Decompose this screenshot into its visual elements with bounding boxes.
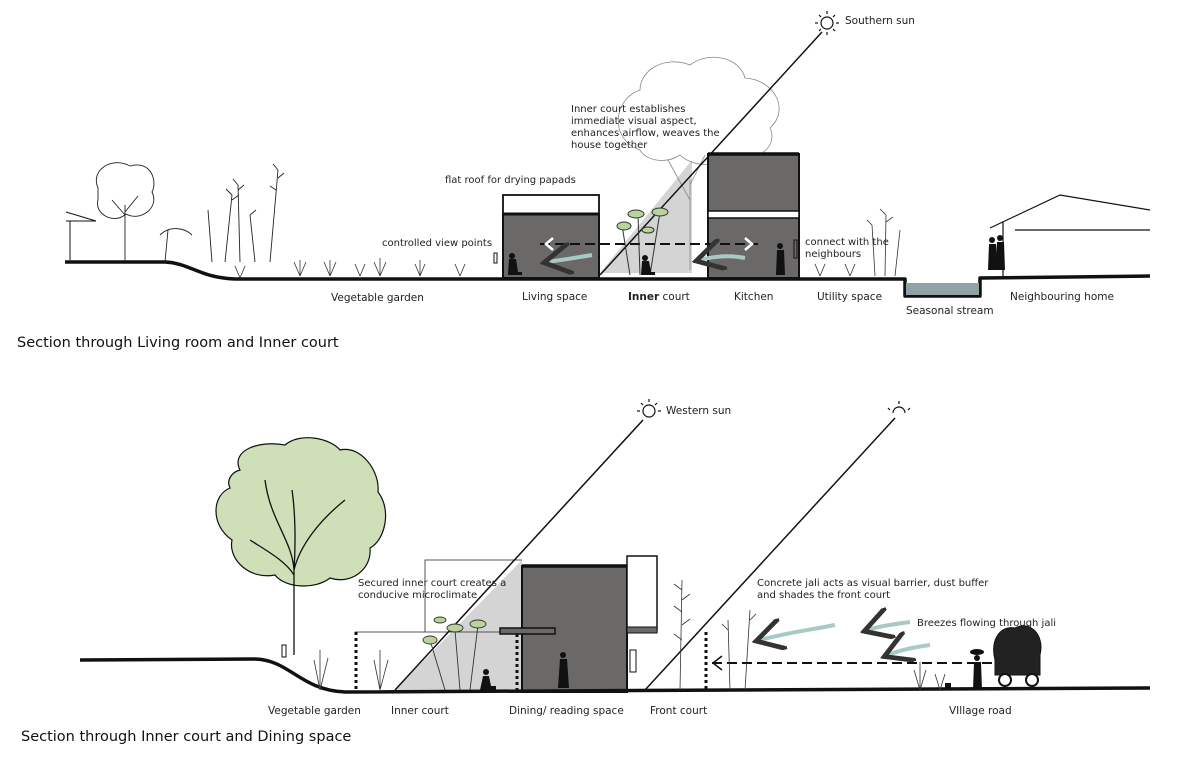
sun-label: Western sun <box>666 405 732 417</box>
person-figure <box>480 649 984 690</box>
label-front-court: Front court <box>650 705 708 717</box>
sun-label: Southern sun <box>845 15 915 27</box>
front-roof-block <box>626 555 658 631</box>
person-figure <box>508 243 785 275</box>
label-inner-court-bold: Inner <box>628 291 660 303</box>
flat-roof-note: flat roof for drying papads <box>445 175 576 186</box>
sun-icon <box>887 401 911 414</box>
section1-drawing <box>65 11 1151 298</box>
label-utility-space: Utility space <box>817 291 883 303</box>
section2-drawing <box>79 399 1151 694</box>
label-inner-court-2: Inner court <box>391 705 449 717</box>
breeze-arrow <box>868 622 911 630</box>
ground-line <box>65 260 1151 298</box>
label-village-road: VIllage road <box>949 705 1012 717</box>
village-cart <box>993 625 1042 687</box>
label-neighbouring-home: Neighbouring home <box>1010 291 1114 303</box>
label-vegetable-garden-2: Vegetable garden <box>268 705 361 717</box>
sun-ray <box>599 31 823 276</box>
sun-icon <box>637 399 661 418</box>
label-vegetable-garden: Vegetable garden <box>331 292 424 304</box>
label-inner-court-rest: court <box>659 291 690 303</box>
court-plants <box>422 616 487 691</box>
ground-line <box>79 657 1151 694</box>
sun-ray <box>644 417 896 691</box>
tree-trunk <box>249 479 346 655</box>
flat-roof-parapet <box>502 194 600 215</box>
utility-plants <box>814 208 901 277</box>
breeze-arrow <box>760 625 836 640</box>
label-kitchen: Kitchen <box>734 291 774 303</box>
label-dining-space: Dining/ reading space <box>509 705 624 717</box>
section1-title: Section through Living room and Inner co… <box>17 335 339 351</box>
neighbour-figures <box>988 235 1005 270</box>
label-seasonal-stream: Seasonal stream <box>906 305 994 317</box>
inner-court-note: Inner court establishes immediate visual… <box>571 104 720 151</box>
breezes-note: Breezes flowing through jali <box>917 618 1057 629</box>
breeze-arrow <box>888 645 931 655</box>
sun-ray <box>394 419 644 691</box>
garden-trees <box>95 162 285 263</box>
tree-canopy <box>215 437 387 587</box>
left-house <box>65 211 97 260</box>
breeze-arrow <box>700 256 746 260</box>
breeze-arrow <box>548 255 593 262</box>
garden-shrubs <box>234 258 466 279</box>
sun-icon <box>815 11 839 35</box>
court-plants <box>616 207 669 276</box>
label-inner-court: Inner court <box>628 291 690 304</box>
section2-title: Section through Inner court and Dining s… <box>21 729 352 745</box>
garden-shrubs <box>313 579 946 691</box>
view-points-note: controlled view points <box>382 238 493 249</box>
seasonal-stream <box>906 283 979 295</box>
neighbouring-home <box>989 194 1151 276</box>
microclimate-note: Secured inner court creates a conducive … <box>358 578 507 601</box>
jali-note: Concrete jali acts as visual barrier, du… <box>757 578 989 601</box>
neighbours-note: connect with the neighbours <box>805 237 889 260</box>
background-tree <box>617 56 780 270</box>
label-living-space: Living space <box>522 291 588 303</box>
